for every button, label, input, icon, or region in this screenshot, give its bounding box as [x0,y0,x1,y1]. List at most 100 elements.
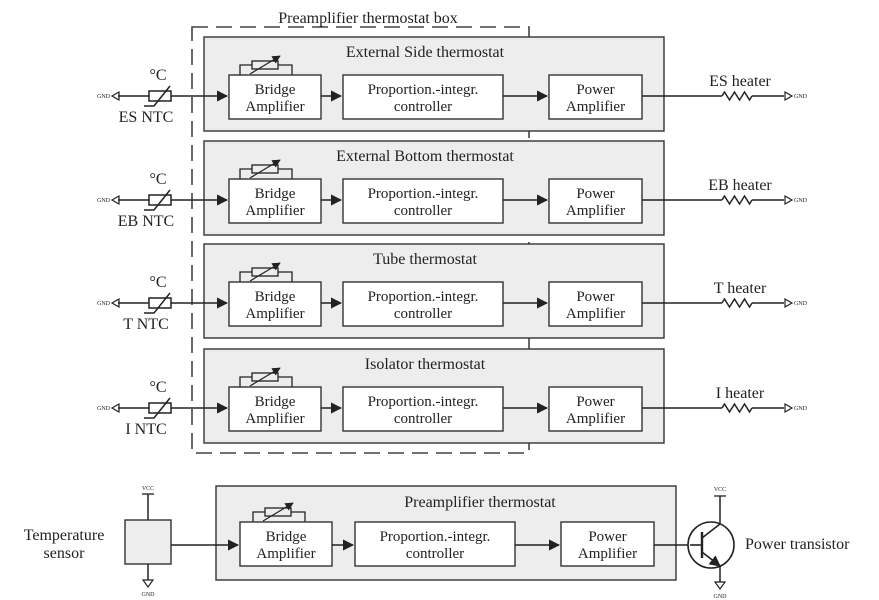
heater-resistor-icon [721,402,753,414]
power-amplifier-box [548,178,643,224]
preamp-thermostat-title: Preamplifier thermostat [404,494,556,511]
degree-celsius-label: °C [149,274,166,291]
bridge-amplifier-label-line2: Amplifier [245,203,304,219]
degree-celsius-label: °C [149,379,166,396]
potentiometer-icon [239,55,293,77]
pi-controller-label-line2: controller [394,306,452,322]
power-amplifier-label-line1: Power [576,394,614,410]
power-amplifier-label-line2: Amplifier [578,546,637,562]
pi-controller: Proportion.-integr.controller [342,178,504,224]
pi-controller-label-line1: Proportion.-integr. [368,82,479,98]
pi-controller: Proportion.-integr.controller [342,74,504,120]
degree-celsius-label: °C [149,171,166,188]
preamp-box-label: Preamplifier thermostat box [278,10,458,27]
heater-resistor-icon [721,90,753,102]
pi-controller-label-line1: Proportion.-integr. [368,289,479,305]
ntc-thermistor-icon [144,85,172,107]
potentiometer-icon [239,262,293,284]
bridge-amplifier-box [228,74,322,120]
thermostat-row-2: External Bottom thermostatBridgeAmplifie… [97,140,808,236]
ntc-thermistor-icon [144,189,172,211]
vcc-label: VCC [714,487,726,493]
heater-label: I heater [716,385,765,402]
thermostat-title: Tube thermostat [373,251,477,268]
bridge-amplifier-box [228,281,322,327]
thermostat-title: External Bottom thermostat [336,148,514,165]
bridge-amplifier-box [239,521,333,567]
power-amplifier-label-line2: Amplifier [566,203,625,219]
power-amplifier-label-line2: Amplifier [566,411,625,427]
power-transistor-icon [687,495,735,591]
potentiometer-icon [239,159,293,181]
power-amplifier-label-line1: Power [588,529,626,545]
pi-controller: Proportion.-integr.controller [354,521,516,567]
bridge-amplifier-label-line2: Amplifier [245,99,304,115]
pi-controller-label-line1: Proportion.-integr. [368,394,479,410]
ground-icon: GND [784,402,808,414]
ground-icon: GND [97,90,120,102]
thermostat-row-1: External Side thermostatBridgeAmplifierP… [97,36,808,132]
pi-controller: Proportion.-integr.controller [342,386,504,432]
ground-label: GND [142,592,156,598]
bridge-amplifier-label-line2: Amplifier [256,546,315,562]
sensor-label: ES NTC [119,109,174,126]
sensor-label: T NTC [123,316,168,333]
vcc-label: VCC [142,486,154,492]
power-amplifier-label-line2: Amplifier [566,306,625,322]
pi-controller-box [342,74,504,120]
bridge-amplifier-label-line1: Bridge [255,186,296,202]
sensor-label: I NTC [125,421,166,438]
pi-controller-label-line2: controller [394,99,452,115]
temperature-sensor-label-line2: sensor [44,545,86,562]
pi-controller-box [342,178,504,224]
ground-label: GND [794,94,808,100]
power-amplifier-box [548,74,643,120]
pi-controller-label-line2: controller [406,546,464,562]
pi-controller-box [354,521,516,567]
pi-controller-label-line2: controller [394,411,452,427]
preamp-thermostat-box-outline [191,26,530,454]
ground-icon: GND [784,194,808,206]
power-amplifier-box [560,521,655,567]
bridge-amplifier-box [228,386,322,432]
pi-controller-label-line1: Proportion.-integr. [380,529,491,545]
ground-icon: GND [784,297,808,309]
ground-label: GND [794,198,808,204]
sensor-label: EB NTC [118,213,174,230]
ground-icon: GND [97,194,120,206]
ground-label: GND [714,594,728,600]
temperature-sensor-box [124,519,172,565]
ground-icon: GND [97,402,120,414]
ntc-thermistor-icon [144,397,172,419]
ground-label: GND [97,94,111,100]
bridge-amplifier-label-line1: Bridge [255,289,296,305]
ground-label: GND [794,406,808,412]
power-amplifier-box [548,281,643,327]
pi-controller: Proportion.-integr.controller [342,281,504,327]
power-transistor-label: Power transistor [745,536,850,553]
heater-label: T heater [714,280,767,297]
power-amplifier-box [548,386,643,432]
power-amplifier-label-line1: Power [576,82,614,98]
heater-label: ES heater [709,73,771,90]
thermostat-title: Isolator thermostat [365,356,486,373]
bridge-amplifier-box [228,178,322,224]
ground-label: GND [97,406,111,412]
ground-icon: GND [784,90,808,102]
pi-controller-label-line1: Proportion.-integr. [368,186,479,202]
ground-label: GND [794,301,808,307]
heater-label: EB heater [708,177,772,194]
ntc-thermistor-icon [144,292,172,314]
power-amplifier-label-line1: Power [576,289,614,305]
